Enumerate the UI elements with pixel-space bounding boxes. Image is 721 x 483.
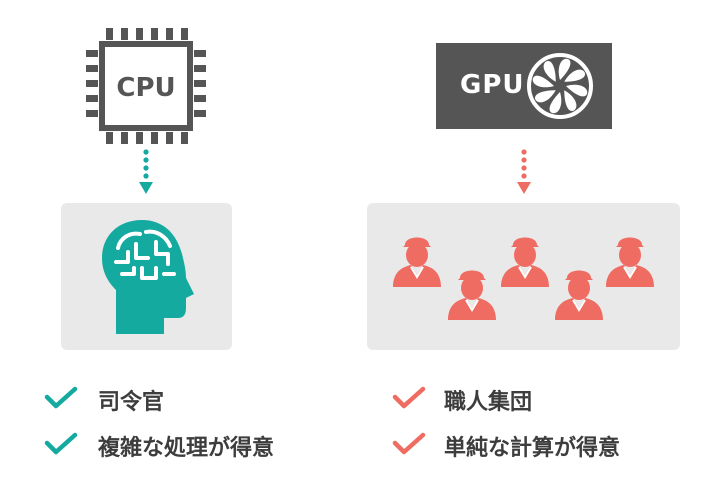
brain-head-icon: [98, 218, 198, 336]
check-icon: [392, 432, 426, 456]
left-list-item: 司令官: [98, 390, 165, 415]
gpu-label: GPU: [460, 70, 525, 100]
left-list-item: 複雑な処理が得意: [98, 436, 275, 461]
cpu-label: CPU: [116, 73, 175, 103]
salmon-down-arrow: [514, 148, 534, 198]
gpu-card: [436, 43, 612, 129]
right-list-item: 職人集団: [444, 390, 533, 415]
worker-icon: [553, 264, 605, 320]
check-icon: [44, 432, 78, 456]
worker-icon: [604, 231, 656, 287]
right-list-item: 単純な計算が得意: [444, 436, 621, 461]
fan-icon: [526, 52, 594, 120]
check-icon: [44, 386, 78, 410]
worker-icon: [499, 231, 551, 287]
teal-down-arrow: [136, 148, 156, 198]
worker-icon: [391, 231, 443, 287]
check-icon: [392, 386, 426, 410]
worker-icon: [446, 264, 498, 320]
cpu-chip-icon: CPU: [86, 28, 206, 144]
